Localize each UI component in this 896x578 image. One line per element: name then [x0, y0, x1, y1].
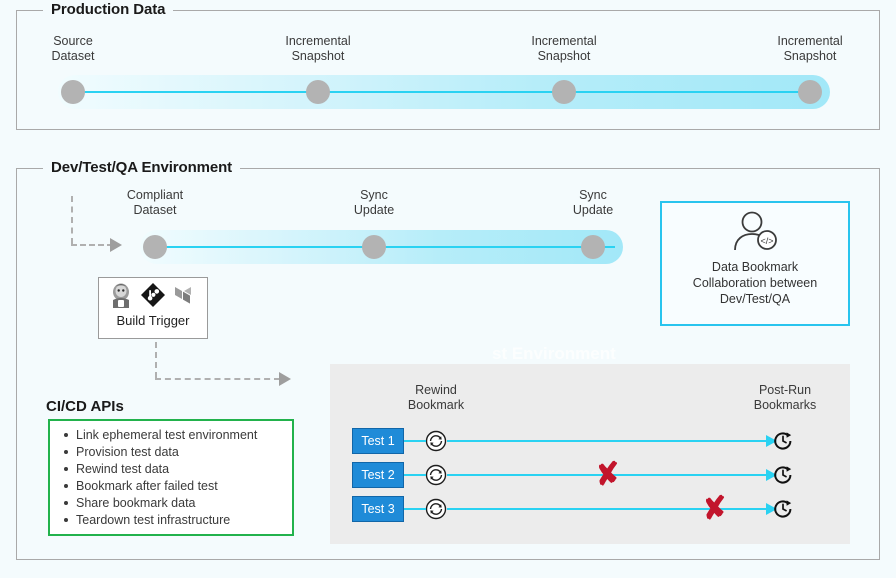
- developer-icon: </>: [727, 210, 783, 257]
- production-node-label-1: Source Dataset: [51, 34, 95, 63]
- test-arrowhead-2: [766, 469, 777, 481]
- build-trigger-box[interactable]: Build Trigger: [98, 277, 208, 339]
- test-line-left-1: [404, 440, 426, 442]
- jenkins-icon: [109, 282, 133, 313]
- test-line-left-2: [404, 474, 426, 476]
- dev-node-label-2: Sync Update: [353, 188, 395, 217]
- list-item: Rewind test data: [64, 461, 292, 478]
- dev-node-label-3: Sync Update: [572, 188, 614, 217]
- test-chip-label: Test 3: [361, 502, 395, 516]
- rewind-bookmark-header: Rewind Bookmark: [407, 383, 465, 412]
- rewind-circle-icon: [425, 498, 447, 525]
- test-line-3: [447, 508, 769, 510]
- failure-mark-2: ✘: [592, 455, 623, 494]
- dev-node-label-1: Compliant Dataset: [126, 188, 184, 217]
- dev-node-dot-3: [581, 235, 605, 259]
- table-row[interactable]: Test 3: [352, 496, 404, 522]
- test-line-left-3: [404, 508, 426, 510]
- production-node-label-3: Incremental Snapshot: [531, 34, 597, 63]
- list-item: Provision test data: [64, 444, 292, 461]
- test-line-2: [447, 474, 769, 476]
- environment-watermark: st Environment: [492, 344, 616, 363]
- cicd-apis-box: Link ephemeral test environment Provisio…: [48, 419, 294, 536]
- test-run-panel: [330, 364, 850, 544]
- dev-test-qa-frame: Dev/Test/QA Environment: [16, 159, 880, 560]
- production-node-dot-1: [61, 80, 85, 104]
- git-icon: [140, 282, 166, 313]
- clock-history-icon: [772, 430, 796, 457]
- production-node-dot-4: [798, 80, 822, 104]
- prod-to-dev-dashed-horizontal: [71, 244, 113, 246]
- rewind-circle-icon: [425, 464, 447, 491]
- production-node-label-2: Incremental Snapshot: [285, 34, 351, 63]
- developer-icon-wrap: </>: [662, 203, 848, 257]
- dev-node-dot-2: [362, 235, 386, 259]
- production-node-dot-2: [306, 80, 330, 104]
- prod-to-dev-dashed-vertical: [71, 196, 73, 244]
- production-data-title: Production Data: [43, 1, 174, 18]
- cicd-apis-list: Link ephemeral test environment Provisio…: [50, 427, 292, 529]
- svg-text:</>: </>: [760, 236, 773, 246]
- failure-mark-3: ✘: [699, 489, 730, 528]
- list-item: Bookmark after failed test: [64, 478, 292, 495]
- test-arrowhead-3: [766, 503, 777, 515]
- table-row[interactable]: Test 2: [352, 462, 404, 488]
- build-trigger-icon-row: [99, 278, 207, 313]
- list-item: Share bookmark data: [64, 495, 292, 512]
- terraform-icon: [173, 282, 197, 313]
- list-item: Link ephemeral test environment: [64, 427, 292, 444]
- test-arrowhead-1: [766, 435, 777, 447]
- data-bookmark-text: Data Bookmark Collaboration between Dev/…: [692, 260, 818, 306]
- build-to-tests-dashed-horizontal: [155, 378, 280, 380]
- cicd-apis-title: CI/CD APIs: [46, 398, 124, 415]
- build-trigger-label: Build Trigger: [116, 313, 190, 328]
- list-item: Teardown test infrastructure: [64, 512, 292, 529]
- post-run-bookmarks-header: Post-Run Bookmarks: [753, 383, 817, 412]
- build-to-tests-dashed-vertical: [155, 342, 157, 378]
- table-row[interactable]: Test 1: [352, 428, 404, 454]
- dev-node-dot-1: [143, 235, 167, 259]
- prod-to-dev-arrowhead: [110, 238, 122, 252]
- test-line-1: [447, 440, 769, 442]
- test-chip-label: Test 1: [361, 434, 395, 448]
- test-chip-label: Test 2: [361, 468, 395, 482]
- dev-test-qa-title: Dev/Test/QA Environment: [43, 159, 241, 176]
- production-node-label-4: Incremental Snapshot: [777, 34, 843, 63]
- build-to-tests-arrowhead: [279, 372, 291, 386]
- production-node-dot-3: [552, 80, 576, 104]
- production-data-frame: Production Data: [16, 1, 880, 130]
- data-bookmark-callout: </> Data Bookmark Collaboration between …: [660, 201, 850, 326]
- clock-history-icon: [772, 464, 796, 491]
- production-timeline-line: [73, 91, 821, 93]
- clock-history-icon: [772, 498, 796, 525]
- rewind-circle-icon: [425, 430, 447, 457]
